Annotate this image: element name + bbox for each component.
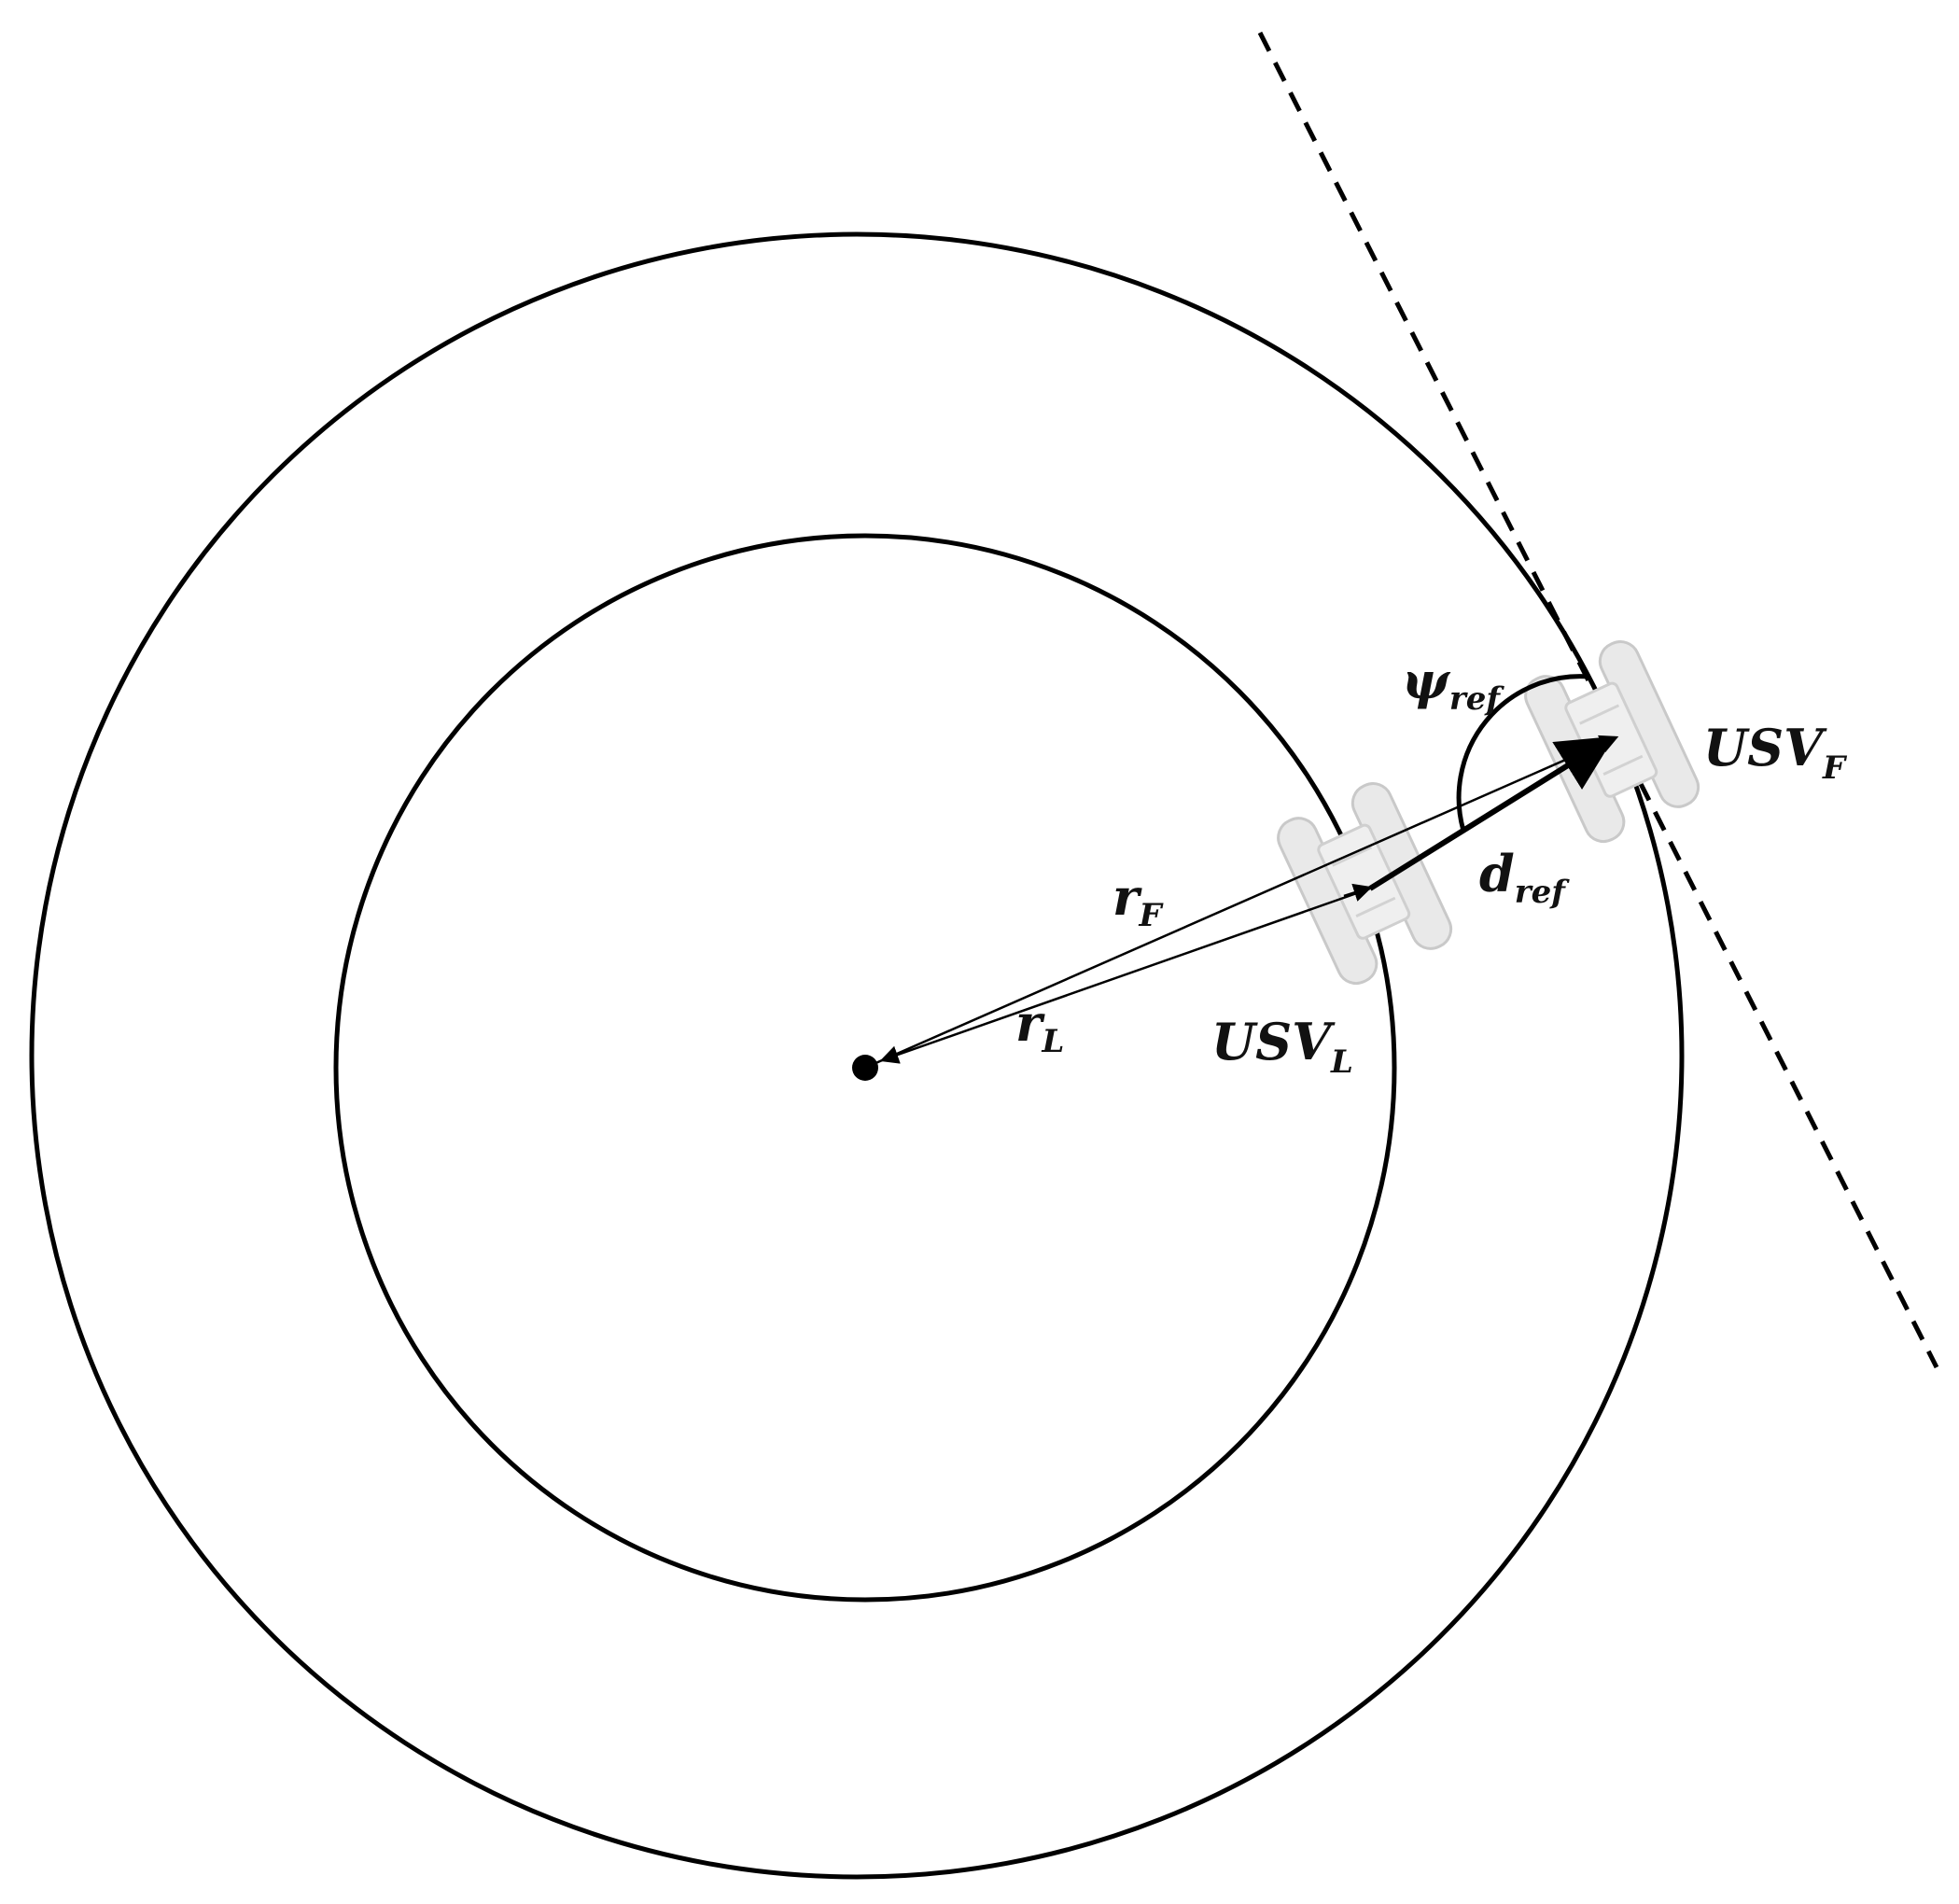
center-point — [852, 1055, 878, 1081]
r-f-vector — [864, 735, 1619, 1070]
inner-circle-path — [333, 533, 1397, 1603]
psi-ref-angle-arc — [1456, 674, 1590, 832]
usv-l-label: USVL — [1211, 1012, 1353, 1081]
r-f-label: rF — [1112, 867, 1164, 934]
outer-circle-path — [29, 231, 1685, 1880]
usv-l-vessel-icon — [1277, 782, 1453, 986]
usv-f-label: USVF — [1703, 718, 1848, 787]
psi-ref-label: ψref — [1402, 651, 1504, 718]
r-l-vector — [879, 887, 1371, 1064]
d-ref-label: dref — [1479, 844, 1570, 911]
d-ref-vector — [1368, 735, 1616, 891]
r-l-arrow-head-leader — [1343, 883, 1373, 902]
r-l-label: rL — [1015, 993, 1064, 1060]
usv-f-vessel-icon — [1524, 640, 1700, 844]
